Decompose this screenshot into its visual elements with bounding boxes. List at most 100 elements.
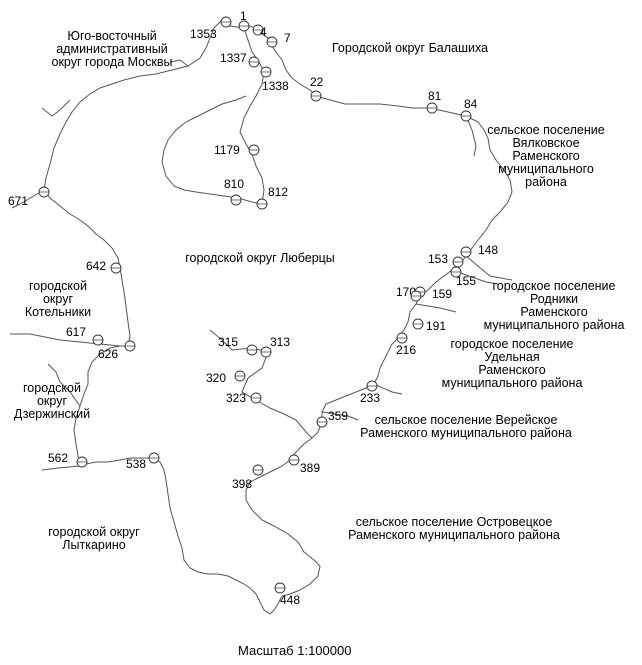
inner-boundary-south bbox=[209, 329, 313, 439]
boundary-mark: 1338 bbox=[260, 66, 289, 93]
region-label-line: городской bbox=[29, 279, 87, 293]
boundary-mark: 320 bbox=[206, 370, 246, 385]
mark-label: 313 bbox=[270, 335, 290, 349]
boundary-mark: 155 bbox=[450, 266, 476, 288]
mark-label: 153 bbox=[428, 252, 448, 266]
boundary-mark: 359 bbox=[316, 409, 348, 428]
region-label-line: муниципального района bbox=[484, 318, 625, 332]
boundary-mark: 81 bbox=[426, 89, 442, 114]
mark-label: 642 bbox=[86, 259, 106, 273]
region-label-line: городской bbox=[23, 381, 81, 395]
region-label-line: сельское поселение Островецкое bbox=[356, 515, 553, 529]
region-label-line: городское поселение bbox=[451, 337, 574, 351]
region-label-line: района bbox=[525, 175, 567, 189]
mark-label: 617 bbox=[66, 325, 86, 339]
region-label-line: Котельники bbox=[25, 305, 91, 319]
boundary-mark: 617 bbox=[66, 325, 104, 346]
mark-label: 1179 bbox=[214, 143, 240, 157]
region-label-line: городской округ bbox=[48, 525, 140, 539]
region-label-line: сельское поселение bbox=[487, 123, 604, 137]
mark-label: 233 bbox=[360, 391, 380, 405]
region-label-lyubertsy: городской округ Люберцы bbox=[185, 251, 335, 265]
mark-label: 320 bbox=[206, 371, 226, 385]
region-label-line: городское поселение bbox=[493, 279, 616, 293]
mark-label: 1337 bbox=[220, 51, 247, 65]
boundary-mark: 191 bbox=[412, 318, 446, 333]
region-label-line: муниципального района bbox=[442, 376, 583, 390]
mark-label: 389 bbox=[300, 461, 320, 475]
region-label-line: муниципального bbox=[498, 162, 594, 176]
region-label-line: Раменского bbox=[520, 305, 587, 319]
mark-label: 22 bbox=[310, 75, 324, 89]
boundary-mark: 626 bbox=[98, 340, 136, 361]
boundary-mark: 313 bbox=[260, 335, 290, 358]
mark-label: 191 bbox=[426, 319, 446, 333]
boundary-mark: 159 bbox=[410, 287, 452, 302]
mark-label: 538 bbox=[126, 457, 146, 471]
spur-lines bbox=[10, 59, 513, 471]
mark-label: 315 bbox=[218, 335, 238, 349]
mark-label: 398 bbox=[232, 477, 252, 491]
mark-label: 81 bbox=[428, 89, 442, 103]
boundary-mark: 562 bbox=[48, 451, 88, 468]
boundary-mark: 538 bbox=[126, 452, 160, 471]
boundary-mark: 671 bbox=[8, 186, 50, 208]
mark-label: 4 bbox=[260, 25, 267, 39]
region-label-line: сельское поселение Верейское bbox=[375, 413, 558, 427]
inner-boundary-north bbox=[161, 27, 265, 205]
mark-label: 7 bbox=[284, 31, 291, 45]
boundary-mark: 148 bbox=[460, 243, 498, 258]
mark-label: 159 bbox=[432, 287, 452, 301]
region-label-line: Родники bbox=[530, 292, 578, 306]
boundary-mark: 1353 bbox=[190, 16, 232, 41]
region-label-line: Городской округ Балашиха bbox=[332, 41, 488, 55]
region-label-line: Раменского bbox=[512, 149, 579, 163]
boundary-mark: 810 bbox=[224, 177, 244, 206]
mark-label: 216 bbox=[396, 343, 416, 357]
boundary-mark: 389 bbox=[288, 454, 320, 475]
boundary-mark: 233 bbox=[360, 380, 380, 405]
mark-label: 1353 bbox=[190, 27, 217, 41]
region-label-line: округ bbox=[37, 394, 67, 408]
boundary-mark: 448 bbox=[274, 582, 300, 607]
boundary-mark: 22 bbox=[310, 75, 324, 102]
mark-label: 148 bbox=[478, 243, 498, 257]
mark-label: 1338 bbox=[262, 79, 289, 93]
region-label-line: городской округ Люберцы bbox=[185, 251, 335, 265]
boundary-mark: 4 bbox=[252, 24, 267, 39]
mark-label: 562 bbox=[48, 451, 68, 465]
main-boundary bbox=[43, 19, 513, 615]
boundary-mark: 315 bbox=[218, 335, 258, 356]
boundary-mark: 1179 bbox=[214, 143, 260, 157]
boundary-mark: 398 bbox=[232, 464, 264, 491]
region-label-line: Удельная bbox=[484, 350, 539, 364]
region-label-line: Вялковское bbox=[512, 136, 579, 150]
region-label-line: Дзержинский bbox=[14, 407, 90, 421]
region-label-line: округ bbox=[43, 292, 73, 306]
boundary-mark: 323 bbox=[226, 391, 262, 405]
region-label-line: Юго-восточный bbox=[67, 29, 156, 43]
boundary-mark: 812 bbox=[256, 185, 288, 210]
region-label-line: административный bbox=[56, 42, 168, 56]
region-label-line: Раменского bbox=[478, 363, 545, 377]
mark-label: 155 bbox=[456, 274, 476, 288]
mark-label: 626 bbox=[98, 347, 118, 361]
boundary-mark: 642 bbox=[86, 259, 122, 274]
mark-label: 812 bbox=[268, 185, 288, 199]
region-label-line: Раменского муниципального района bbox=[348, 528, 560, 542]
mark-label: 448 bbox=[280, 593, 300, 607]
boundary-mark: 216 bbox=[396, 332, 416, 357]
boundary-mark: 153 bbox=[428, 252, 464, 268]
mark-label: 810 bbox=[224, 177, 244, 191]
region-label-balashikha: Городской округ Балашиха bbox=[332, 41, 488, 55]
